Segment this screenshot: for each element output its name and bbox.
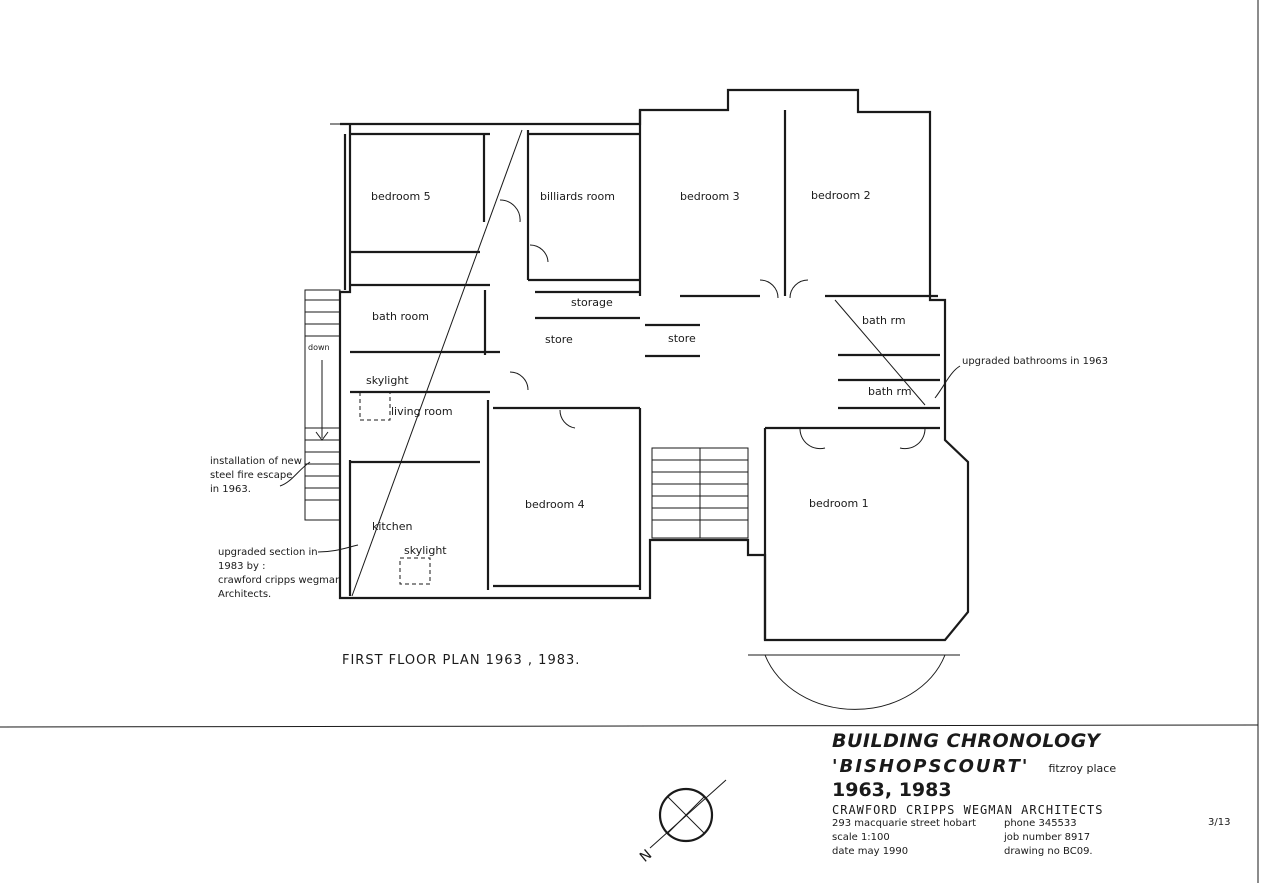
room-label-bedroom-3: bedroom 3	[680, 190, 740, 203]
divider-line	[0, 724, 1259, 728]
stair-down-label: down	[308, 343, 330, 352]
title-block-building-name: 'BISHOPSCOURT'	[832, 756, 1030, 777]
title-block-job-number: job number 8917	[1004, 832, 1091, 843]
north-arrow: N	[637, 779, 727, 866]
note-fire-escape-line-2: steel fire escape	[210, 470, 292, 481]
title-block-architects: CRAWFORD CRIPPS WEGMAN ARCHITECTS	[832, 803, 1104, 817]
room-label-bath-room: bath room	[372, 310, 429, 323]
room-label-store-middle: store	[668, 332, 696, 345]
note-section-line-2: 1983 by :	[218, 561, 265, 572]
skylight-lower-outline	[399, 557, 431, 585]
plan-title: FIRST FLOOR PLAN 1963 , 1983.	[342, 653, 580, 668]
bathroom-diagonal	[834, 299, 926, 406]
room-label-store-left: store	[545, 333, 573, 346]
north-label: N	[637, 847, 655, 866]
title-block-scale: scale 1:100	[832, 832, 890, 843]
door-swings	[499, 199, 926, 450]
title-block-place: fitzroy place	[1048, 762, 1117, 775]
room-label-billiards-room: billiards room	[540, 190, 615, 203]
room-label-bedroom-5: bedroom 5	[371, 190, 431, 203]
title-block-drawing-no: drawing no BC09.	[1004, 846, 1093, 857]
room-label-living-room: living room	[391, 405, 453, 418]
note-fire-escape-leader	[279, 461, 311, 487]
room-label-kitchen: kitchen	[372, 520, 413, 533]
note-section-line-4: Architects.	[218, 589, 271, 600]
skylight-upper-outline	[359, 391, 391, 421]
title-block: BUILDING CHRONOLOGY 'BISHOPSCOURT' fitzr…	[832, 730, 1242, 859]
central-stairs	[651, 447, 749, 539]
note-fire-escape-line-1: installation of new	[210, 456, 302, 467]
sheet-number: 3/13	[1208, 817, 1231, 828]
title-block-phone: phone 345533	[1004, 818, 1077, 829]
room-label-skylight-upper: skylight	[366, 374, 409, 387]
title-block-heading: BUILDING CHRONOLOGY	[832, 730, 1101, 752]
room-label-bedroom-4: bedroom 4	[525, 498, 585, 511]
fire-escape-stairs	[304, 289, 341, 521]
section-diagonal	[351, 129, 523, 597]
title-block-address: 293 macquarie street hobart	[832, 818, 977, 829]
note-section-leader	[317, 544, 359, 553]
room-label-storage: storage	[571, 296, 613, 309]
bay-window-arc	[764, 654, 946, 710]
room-label-bedroom-2: bedroom 2	[811, 189, 871, 202]
note-fire-escape-line-3: in 1963.	[210, 484, 251, 495]
room-label-bath-rm-lower: bath rm	[868, 385, 912, 398]
room-label-bath-rm-upper: bath rm	[862, 314, 906, 327]
title-block-years: 1963, 1983	[832, 779, 952, 801]
title-block-details: 293 macquarie street hobart phone 345533…	[832, 817, 1242, 859]
note-upgraded-bathrooms: upgraded bathrooms in 1963	[962, 356, 1108, 367]
room-label-skylight-lower: skylight	[404, 544, 447, 557]
note-bathrooms-leader	[934, 365, 961, 399]
note-section-line-3: crawford cripps wegman	[218, 575, 341, 586]
note-section-line-1: upgraded section in	[218, 547, 318, 558]
outer-walls	[330, 88, 970, 642]
room-label-bedroom-1: bedroom 1	[809, 497, 869, 510]
title-block-date: date may 1990	[832, 846, 909, 857]
